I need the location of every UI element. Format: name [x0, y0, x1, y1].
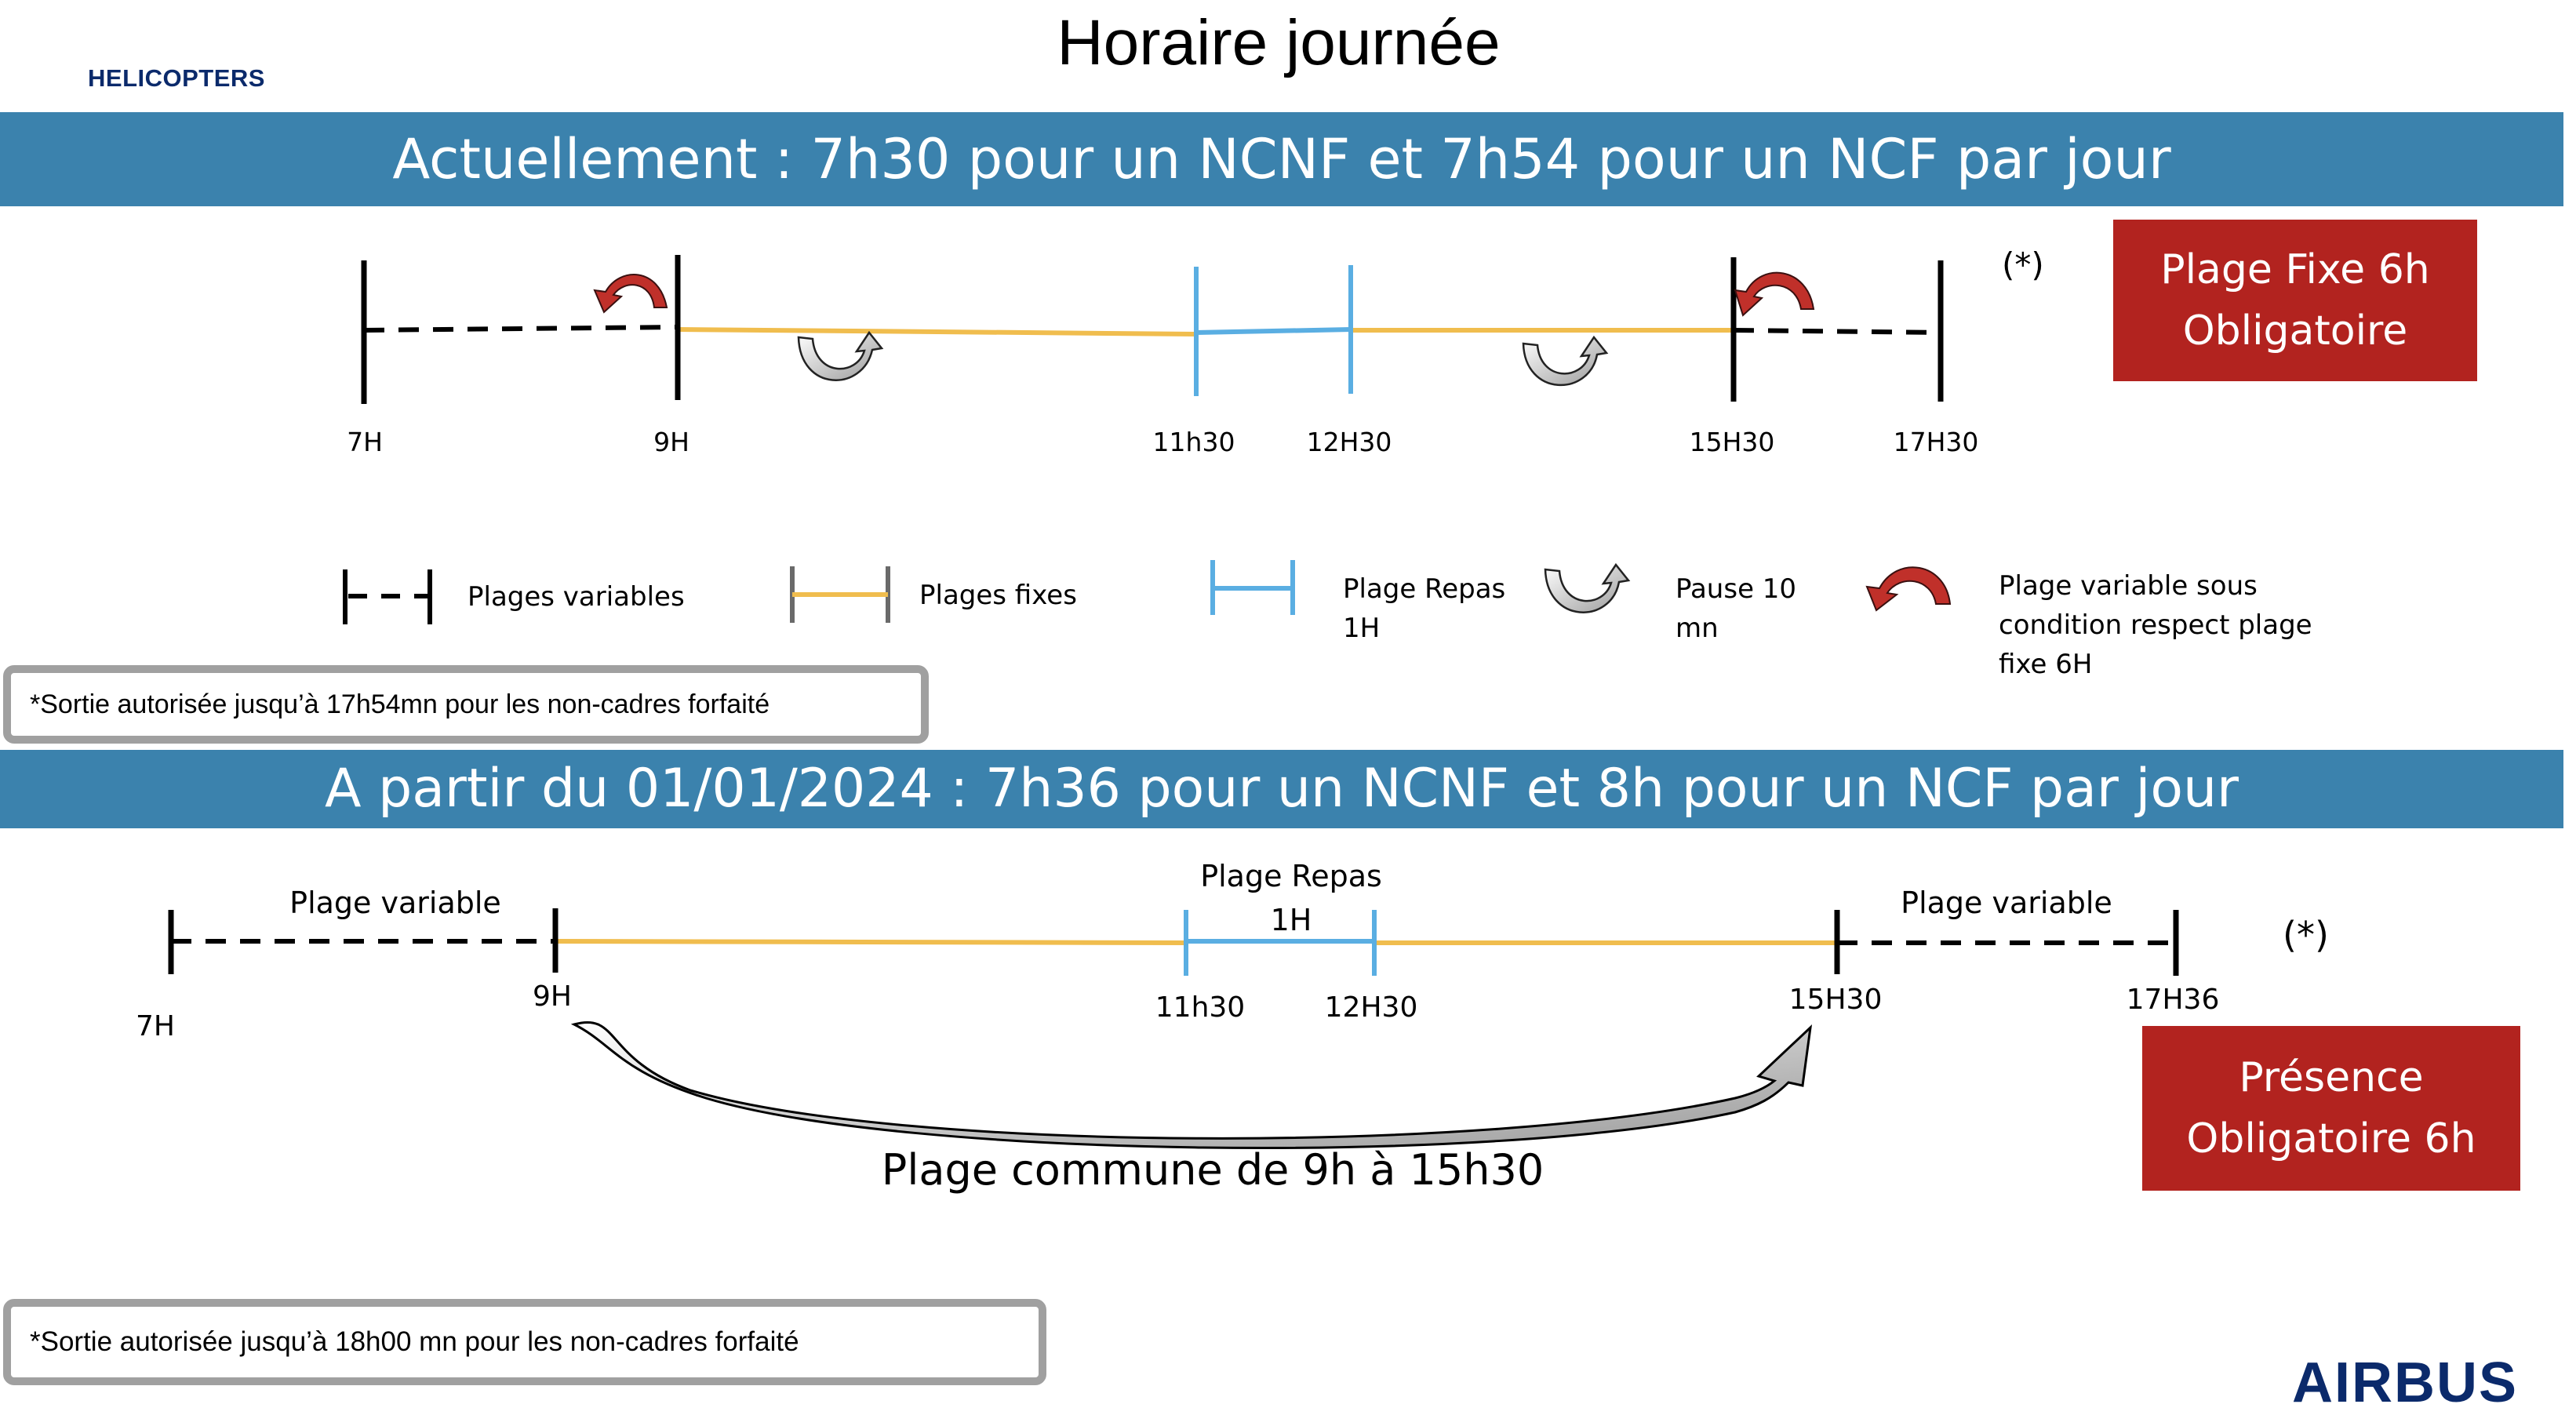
common-range-arrow-icon	[570, 1020, 1813, 1149]
tick-label: 7H	[136, 1010, 175, 1042]
tick-label: 7H	[347, 427, 383, 457]
label-meal: 1H	[1271, 903, 1312, 937]
legend-condition-label: Plage variable sous	[1999, 570, 2258, 602]
tick-label: 12H30	[1307, 427, 1392, 457]
banner-current: Actuellement : 7h30 pour un NCNF et 7h54…	[0, 112, 2563, 206]
fixed-segment-morning	[677, 327, 1197, 336]
note-2024: *Sortie autorisée jusqu’à 18h00 mn pour …	[3, 1299, 1046, 1385]
red-box-line: Obligatoire 6h	[2186, 1115, 2476, 1162]
legend-variable-label: Plages variables	[468, 581, 685, 613]
label-variable-morning: Plage variable	[289, 886, 501, 920]
legend-fixed: Plages fixes	[790, 566, 1077, 623]
legend-meal-label: Plage Repas	[1343, 573, 1505, 605]
fixed-segment-morning	[555, 939, 1187, 945]
brand-airbus-logo: AIRBUS	[2292, 1351, 2519, 1414]
label-variable-evening: Plage variable	[1901, 886, 2112, 920]
timeline-current: 7H 9H 11h30 12H30 15H30 17H30 (*)	[347, 246, 2044, 457]
asterisk-marker: (*)	[2002, 246, 2044, 284]
timeline-2024: Plage variable Plage variable Plage Repa…	[136, 859, 2329, 1195]
red-arrow-icon	[1734, 271, 1815, 317]
legend-pause-label: mn	[1675, 613, 1719, 644]
variable-segment-evening	[1733, 328, 1941, 335]
legend-pause: Pause 10 mn	[1544, 562, 1796, 644]
legend-condition-label: condition respect plage	[1999, 609, 2312, 641]
page-title: Horaire journée	[1057, 7, 1501, 78]
legend-condition: Plage variable sous condition respect pl…	[1865, 566, 2312, 680]
common-range-label: Plage commune de 9h à 15h30	[882, 1145, 1544, 1195]
red-arrow-icon	[1865, 566, 1952, 612]
legend-pause-label: Pause 10	[1675, 573, 1796, 605]
legend-meal: Plage Repas 1H	[1210, 560, 1505, 644]
tick-label: 11h30	[1155, 991, 1245, 1024]
tick-label: 11h30	[1153, 427, 1235, 457]
legend-meal-label: 1H	[1343, 613, 1380, 644]
tick-label: 17H30	[1894, 427, 1979, 457]
tick-label: 9H	[653, 427, 689, 457]
tick-label: 17H36	[2127, 984, 2220, 1016]
legend-fixed-label: Plages fixes	[919, 580, 1077, 611]
tick-label: 15H30	[1690, 427, 1775, 457]
note-current: *Sortie autorisée jusqu’à 17h54mn pour l…	[3, 665, 929, 744]
meal-segment	[1195, 327, 1352, 335]
red-box-line: Plage Fixe 6h	[2160, 246, 2430, 293]
red-arrow-icon	[593, 274, 668, 314]
brand-helicopters: HELICOPTERS	[88, 64, 265, 92]
tick-label: 15H30	[1789, 984, 1883, 1016]
legend-condition-label: fixe 6H	[1999, 649, 2092, 680]
label-meal: Plage Repas	[1200, 859, 1382, 893]
asterisk-marker: (*)	[2283, 914, 2329, 956]
red-box-line: Présence	[2239, 1054, 2424, 1101]
pause-arrow-icon	[797, 330, 884, 381]
red-box-fixed-6h: Plage Fixe 6h Obligatoire	[2113, 220, 2477, 381]
tick-label: 9H	[533, 980, 572, 1013]
red-box-presence-6h: Présence Obligatoire 6h	[2142, 1026, 2520, 1191]
tick-label: 12H30	[1325, 991, 1418, 1024]
pause-arrow-icon	[1544, 562, 1631, 613]
banner-2024: A partir du 01/01/2024 : 7h36 pour un NC…	[0, 750, 2563, 828]
variable-segment-morning	[363, 325, 679, 333]
legend-variable: Plages variables	[343, 569, 685, 624]
red-box-line: Obligatoire	[2182, 307, 2408, 355]
pause-arrow-icon	[1522, 335, 1609, 387]
legend: Plages variables Plages fixes Plage Repa…	[343, 560, 2312, 680]
